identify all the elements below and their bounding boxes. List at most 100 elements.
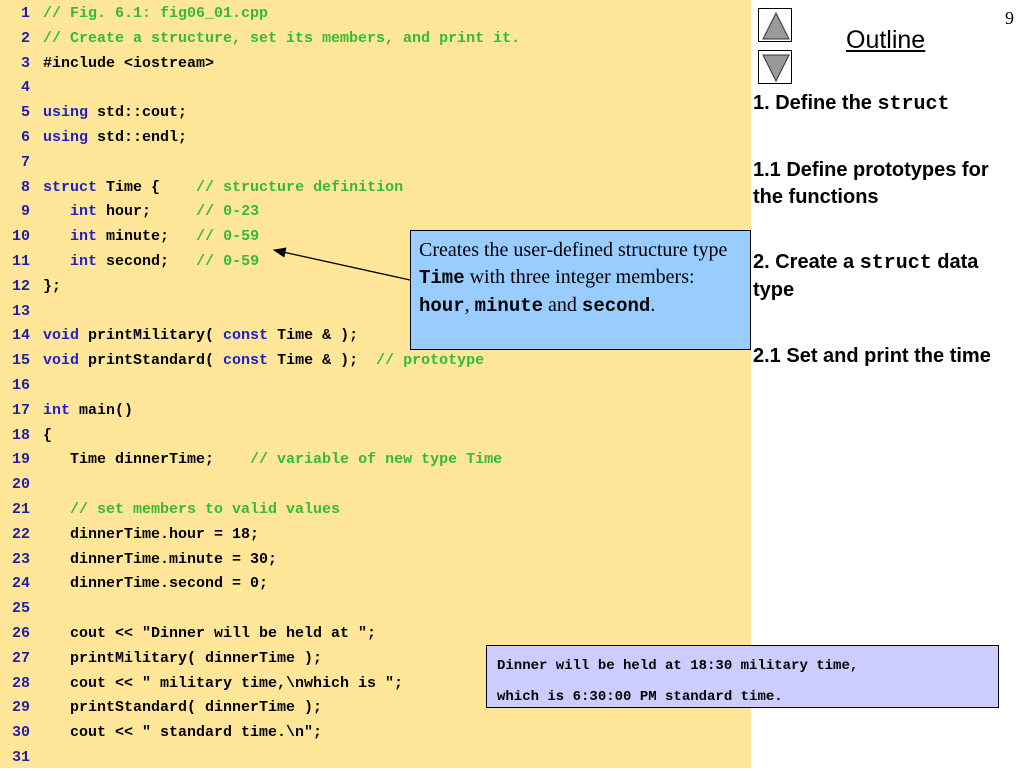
text-run: data type [753, 251, 979, 301]
code-text: printStandard( dinnerTime ); [43, 699, 323, 717]
code-text: cout << " standard time.\n"; [43, 724, 323, 742]
code-text: dinnerTime.second = 0; [43, 575, 269, 593]
code-text [43, 501, 70, 518]
line-number: 10 [11, 228, 30, 246]
slide-number: 9 [1005, 8, 1014, 28]
line-number: 23 [11, 550, 30, 568]
code-text: printMilitary( dinnerTime ); [43, 649, 323, 667]
code-term: hour [419, 295, 465, 317]
code-text: main() [70, 401, 134, 419]
code-keyword: int [43, 401, 71, 419]
code-comment: // structure definition [196, 178, 404, 196]
code-line: 9 int hour; // 0-23 [0, 200, 259, 225]
text-run: 2. Create a [753, 251, 860, 273]
line-number: 4 [20, 79, 30, 97]
code-comment: // set members to valid values [70, 501, 341, 518]
code-line: 26 cout << "Dinner will be held at "; [0, 622, 376, 647]
code-term: struct [877, 93, 950, 116]
outline-title[interactable]: Outline [846, 26, 926, 54]
line-number: 15 [11, 352, 30, 370]
code-term: second [581, 295, 651, 317]
code-line: 21 // set members to valid values [0, 498, 340, 523]
triangle-up-icon [762, 11, 790, 40]
code-text: dinnerTime.hour = 18; [43, 525, 260, 543]
code-text: Time dinnerTime; [43, 451, 251, 469]
code-text: #include <iostream> [43, 54, 215, 72]
code-text: }; [43, 277, 62, 295]
outline-item: 1. Define the struct [753, 90, 1015, 118]
code-comment: // 0-23 [196, 203, 260, 221]
outline-item: 2. Create a struct data type [753, 249, 1015, 304]
line-number: 7 [20, 153, 30, 171]
code-line: 7 [0, 151, 43, 176]
output-line: which is 6:30:00 PM standard time. [497, 689, 783, 705]
code-keyword: const [223, 327, 269, 345]
line-number: 6 [20, 129, 30, 146]
line-number: 2 [20, 29, 30, 47]
code-line: 13 [0, 300, 43, 325]
code-line: 23 dinnerTime.minute = 30; [0, 548, 277, 573]
code-keyword: struct [43, 178, 98, 196]
output-line: Dinner will be held at 18:30 military ti… [497, 658, 859, 674]
code-text: cout << " military time,\nwhich is "; [43, 674, 404, 692]
code-keyword: const [223, 352, 269, 370]
code-term: struct [859, 252, 932, 275]
code-line: 30 cout << " standard time.\n"; [0, 721, 322, 746]
text-run: Creates the user-defined structure type [419, 239, 728, 261]
code-text: cout << "Dinner will be held at "; [43, 625, 377, 642]
code-keyword: using [43, 129, 89, 146]
code-line: 18{ [0, 424, 52, 449]
code-text: { [43, 426, 53, 444]
code-keyword: using [43, 104, 89, 122]
code-comment: // variable of new type Time [250, 451, 503, 469]
line-number: 27 [11, 649, 30, 667]
line-number: 22 [11, 525, 30, 543]
code-line: 1// Fig. 6.1: fig06_01.cpp [0, 2, 268, 27]
code-line: 10 int minute; // 0-59 [0, 225, 259, 250]
code-text: std::cout; [88, 104, 188, 122]
code-text: second; [97, 253, 197, 270]
code-line: 25 [0, 597, 43, 622]
line-number: 21 [11, 501, 30, 518]
code-keyword: void [43, 327, 80, 345]
code-line: 28 cout << " military time,\nwhich is "; [0, 672, 403, 697]
line-number: 1 [20, 5, 30, 22]
code-term: Time [419, 267, 465, 289]
line-number: 8 [20, 178, 30, 196]
code-line: 12}; [0, 275, 61, 300]
code-line: 3 #include <iostream> [0, 52, 214, 77]
code-line: 29 printStandard( dinnerTime ); [0, 696, 322, 721]
text-run: 2.1 Set and print the time [753, 345, 991, 367]
line-number: 13 [11, 302, 30, 320]
line-number: 16 [11, 377, 30, 394]
code-keyword: void [43, 352, 80, 370]
text-run: 1.1 Define prototypes for the functions [753, 159, 989, 208]
line-number: 3 [20, 54, 30, 72]
text-run: . [650, 294, 656, 316]
code-keyword: int [70, 203, 98, 221]
code-line: 31 [0, 746, 43, 771]
text-run: with three integer members: [464, 266, 695, 288]
outline-item: 2.1 Set and print the time [753, 343, 1015, 370]
code-text: hour; [97, 203, 197, 221]
line-number: 20 [11, 476, 30, 494]
program-output-box: Dinner will be held at 18:30 military ti… [486, 645, 999, 708]
triangle-down-icon [762, 54, 790, 83]
next-slide-button[interactable] [758, 50, 792, 84]
previous-slide-button[interactable] [758, 8, 792, 42]
code-comment: // 0-59 [196, 253, 260, 270]
code-text: Time & ); [268, 327, 359, 345]
code-line: 27 printMilitary( dinnerTime ); [0, 647, 322, 672]
code-line: 19 Time dinnerTime; // variable of new t… [0, 448, 502, 473]
code-text: Time & ); [268, 352, 377, 370]
code-line: 2// Create a structure, set its members,… [0, 27, 520, 52]
line-number: 26 [11, 625, 30, 642]
code-text: printMilitary( [79, 327, 224, 345]
text-run: 1. Define the [753, 92, 878, 114]
code-text [43, 228, 70, 245]
line-number: 19 [11, 451, 30, 469]
callout-note: Creates the user-defined structure type … [410, 230, 751, 350]
